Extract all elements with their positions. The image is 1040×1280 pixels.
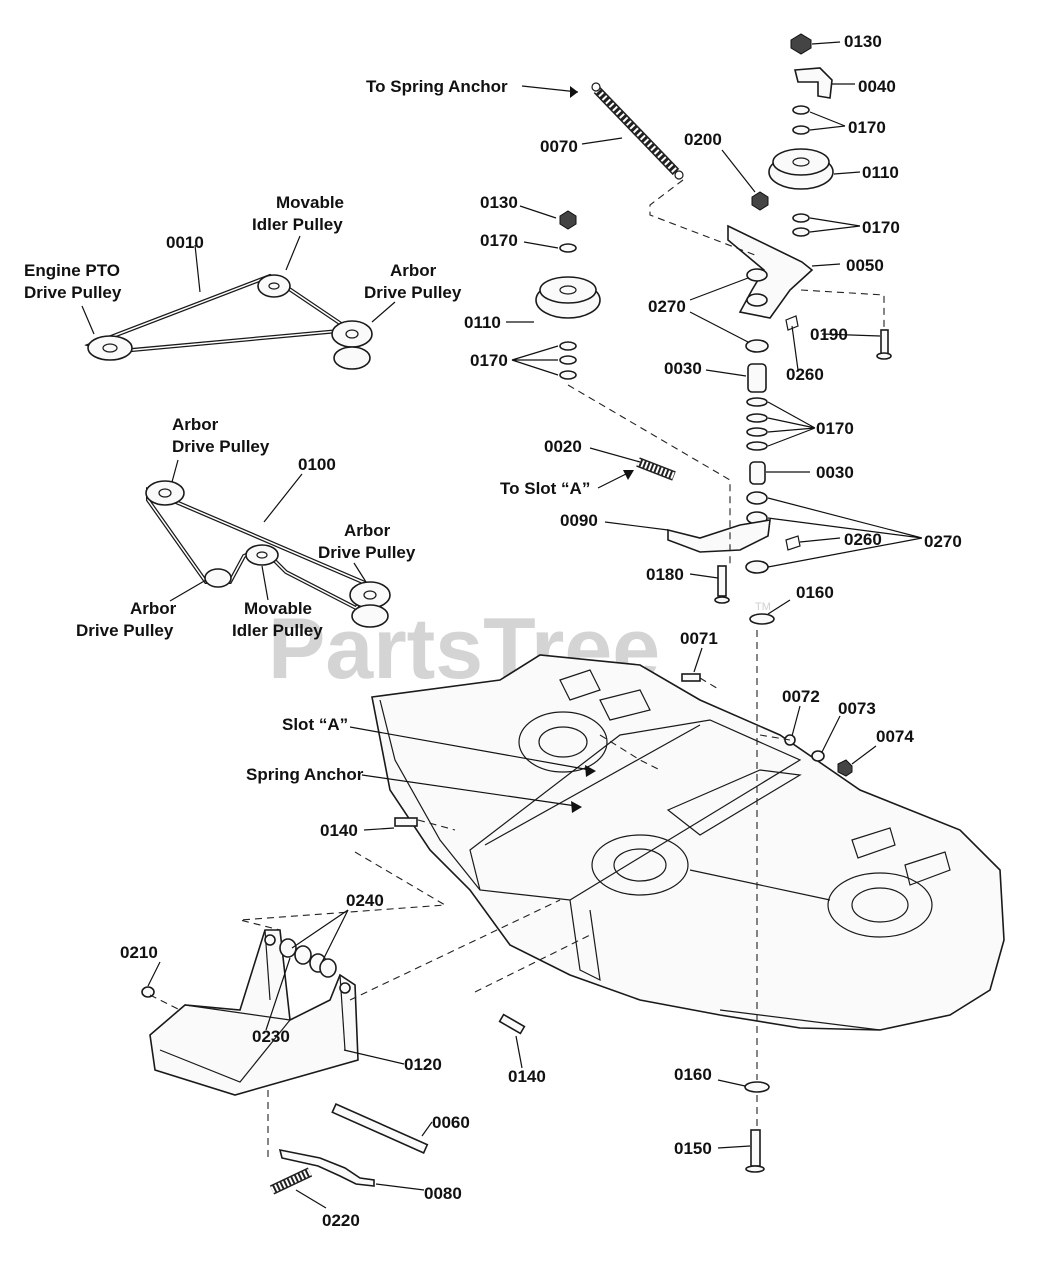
arbor-pulley-c xyxy=(204,568,232,588)
part-0180: 0180 xyxy=(646,565,684,584)
label-arbor-c-2: Drive Pulley xyxy=(76,621,174,640)
part-0110-left: 0110 xyxy=(464,313,501,332)
part-0220: 0220 xyxy=(322,1211,360,1230)
part-0130-left: 0130 xyxy=(480,193,518,212)
label-arbor-b-1: Arbor xyxy=(172,415,219,434)
assembly-lines xyxy=(149,179,885,1160)
part-0050: 0050 xyxy=(846,256,884,275)
part-0150: 0150 xyxy=(674,1139,712,1158)
part-0071: 0071 xyxy=(680,629,718,648)
label-movable-idler-b-2: Idler Pulley xyxy=(232,621,323,640)
watermark-trademark: TM xyxy=(755,601,771,613)
part-0240: 0240 xyxy=(346,891,384,910)
bolt-0180 xyxy=(717,565,727,597)
part-0190: 0190 xyxy=(810,325,848,344)
label-arbor-d-1: Arbor xyxy=(344,521,391,540)
arbor-pulley-b xyxy=(145,480,185,506)
idler-arm-0050 xyxy=(727,224,814,319)
part-0120: 0120 xyxy=(404,1055,442,1074)
part-0170-left-bottom: 0170 xyxy=(470,351,508,370)
leader-lines xyxy=(81,41,923,1209)
movable-idler-pulley-a xyxy=(257,274,291,298)
part-0040: 0040 xyxy=(858,77,896,96)
part-0074: 0074 xyxy=(876,727,914,746)
part-0130-top: 0130 xyxy=(844,32,882,51)
label-arbor-c-1: Arbor xyxy=(130,599,177,618)
right-idler-stack xyxy=(667,33,892,625)
part-0160-top: 0160 xyxy=(796,583,834,602)
label-engine-pto-2: Drive Pulley xyxy=(24,283,122,302)
mower-deck xyxy=(371,654,1005,1031)
label-to-spring-anchor: To Spring Anchor xyxy=(366,77,508,96)
bolt-0190 xyxy=(880,329,889,357)
part-0030-a: 0030 xyxy=(664,359,702,378)
engine-pto-pulley xyxy=(87,335,133,361)
rod-0080 xyxy=(278,1148,375,1187)
part-0170-left-top: 0170 xyxy=(480,231,518,250)
part-0140-a: 0140 xyxy=(320,821,358,840)
annotations: To Spring Anchor Engine PTO Drive Pulley… xyxy=(24,77,590,784)
label-arbor-b-2: Drive Pulley xyxy=(172,437,270,456)
part-0160-bottom: 0160 xyxy=(674,1065,712,1084)
spring-0070 xyxy=(591,82,684,180)
part-0270-b: 0270 xyxy=(924,532,962,551)
bracket-0090 xyxy=(667,519,771,553)
nut-0130-top xyxy=(790,33,812,55)
spacer-0030-a xyxy=(747,363,767,393)
part-0060: 0060 xyxy=(432,1113,470,1132)
movable-idler-pulley-b xyxy=(245,544,279,566)
label-arbor-a-1: Arbor xyxy=(390,261,437,280)
pin-0060 xyxy=(331,1102,429,1154)
label-engine-pto-1: Engine PTO xyxy=(24,261,120,280)
part-0080: 0080 xyxy=(424,1184,462,1203)
label-arbor-a-2: Drive Pulley xyxy=(364,283,462,302)
bolt-0140-a xyxy=(394,817,418,827)
label-movable-idler-b-1: Movable xyxy=(244,599,312,618)
hitch-bracket-0120 xyxy=(141,929,429,1195)
part-0260-a: 0260 xyxy=(786,365,824,384)
arbor-pulley-a xyxy=(331,320,373,348)
label-movable-idler-a-1: Movable xyxy=(276,193,344,212)
part-0140-b: 0140 xyxy=(508,1067,546,1086)
part-0110-right: 0110 xyxy=(862,163,899,182)
part-0230: 0230 xyxy=(252,1027,290,1046)
arbor-pulley-d xyxy=(349,581,391,609)
part-0072: 0072 xyxy=(782,687,820,706)
label-arbor-d-2: Drive Pulley xyxy=(318,543,416,562)
part-0270-a: 0270 xyxy=(648,297,686,316)
label-spring-anchor: Spring Anchor xyxy=(246,765,364,784)
bolt-0140-b xyxy=(498,1013,526,1035)
spring-0020 xyxy=(636,457,676,481)
part-0200: 0200 xyxy=(684,130,722,149)
spacer-0030-b xyxy=(749,461,766,485)
label-movable-idler-a-2: Idler Pulley xyxy=(252,215,343,234)
left-idler-stack xyxy=(535,210,601,380)
part-0170-a: 0170 xyxy=(848,118,886,137)
label-slot-a: Slot “A” xyxy=(282,715,348,734)
part-0100: 0100 xyxy=(298,455,336,474)
bracket-0040 xyxy=(793,67,833,99)
part-0260-b: 0260 xyxy=(844,530,882,549)
belt-0100-assembly xyxy=(145,480,391,628)
part-0070: 0070 xyxy=(540,137,578,156)
washer-0160-bottom xyxy=(744,1081,770,1093)
washer-0160-top xyxy=(749,613,775,625)
part-0073: 0073 xyxy=(838,699,876,718)
bolt-0150 xyxy=(750,1129,761,1167)
part-0030-b: 0030 xyxy=(816,463,854,482)
label-to-slot-a: To Slot “A” xyxy=(500,479,590,498)
part-0210: 0210 xyxy=(120,943,158,962)
part-0090: 0090 xyxy=(560,511,598,530)
part-0020: 0020 xyxy=(544,437,582,456)
part-numbers: 0130 0040 0170 0110 0170 0050 0190 0260 … xyxy=(120,32,962,1230)
part-0010: 0010 xyxy=(166,233,204,252)
bolt-0071 xyxy=(681,673,701,682)
part-0170-c: 0170 xyxy=(816,419,854,438)
part-0170-b: 0170 xyxy=(862,218,900,237)
belt-0010-assembly xyxy=(84,273,373,370)
